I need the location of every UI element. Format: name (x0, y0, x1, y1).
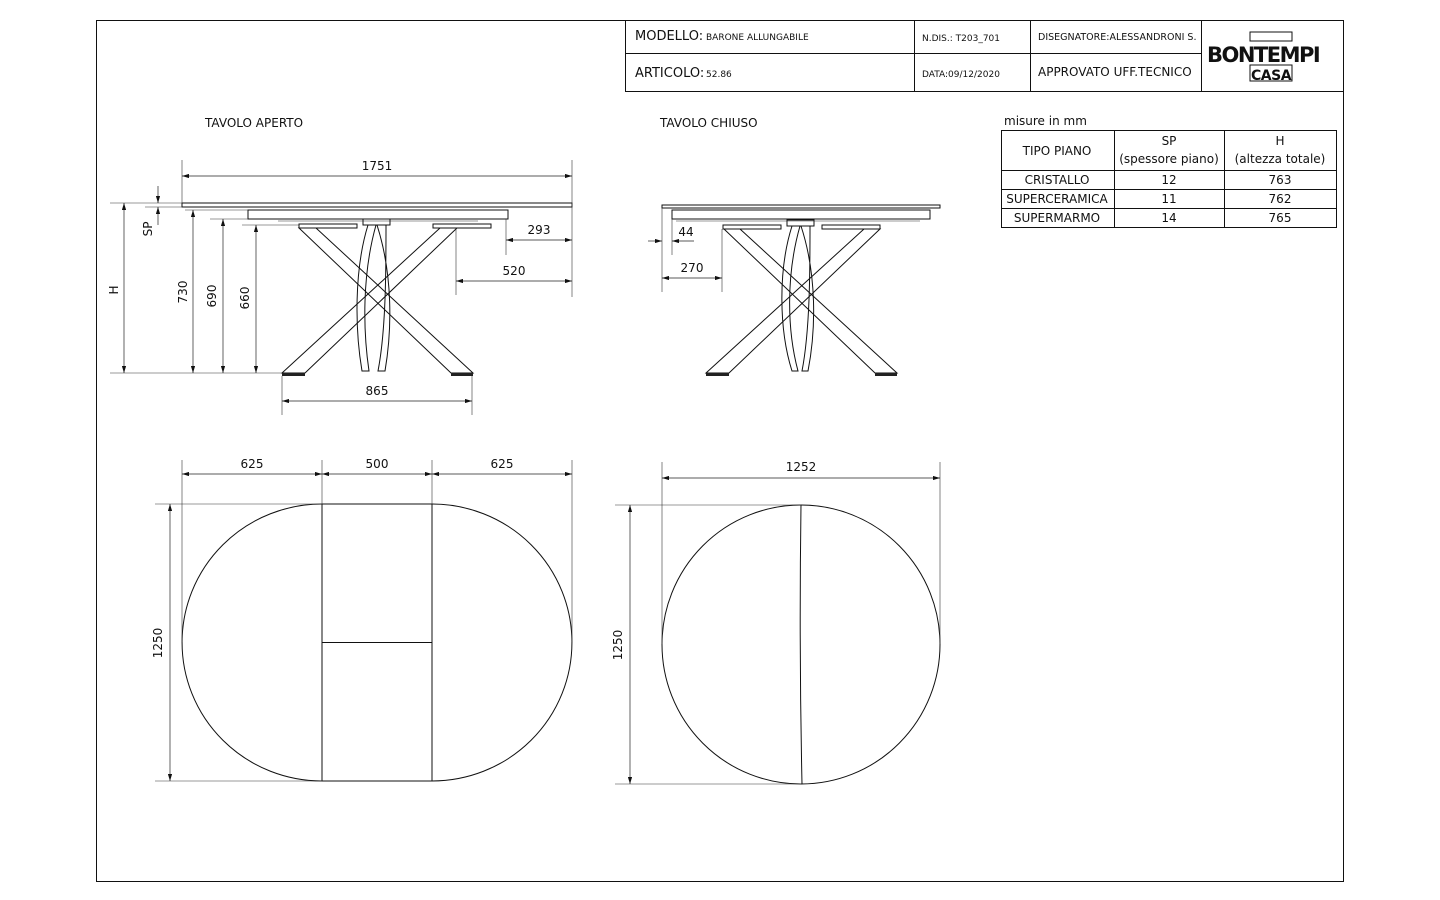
articolo-value: 52.86 (706, 70, 732, 80)
open-table-side-view: 1751 H SP 730 690 660 293 520 865 (107, 159, 573, 415)
row-h: 765 (1269, 211, 1292, 225)
dim-h: H (107, 285, 121, 294)
header-h-desc: (altezza totale) (1235, 152, 1326, 166)
row-h: 762 (1269, 192, 1292, 206)
header-sp: SP (1162, 134, 1177, 148)
sheet-border (96, 20, 1344, 882)
header-sp-desc: (spessore piano) (1119, 152, 1219, 166)
dim-depth-open: 1250 (151, 628, 165, 659)
title-block: MODELLO: BARONE ALLUNGABILE ARTICOLO: 52… (625, 20, 1343, 92)
row-tipo: CRISTALLO (1025, 173, 1090, 187)
dim-sp: SP (141, 222, 155, 237)
drawing-date: DATA:09/12/2020 (922, 70, 1000, 80)
logo-text: BONTEMPI (1207, 43, 1319, 67)
dim-right-leaf: 625 (491, 457, 514, 471)
dim-690: 690 (205, 285, 219, 308)
row-sp: 14 (1161, 211, 1176, 225)
dim-depth-closed: 1250 (611, 630, 625, 661)
spec-table: misure in mm TIPO PIANO SP (spessore pia… (1001, 114, 1337, 228)
dim-extension: 500 (366, 457, 389, 471)
articolo-label: ARTICOLO: (635, 66, 704, 81)
dim-660: 660 (238, 287, 252, 310)
bontempi-logo: BONTEMPI CASA (1207, 31, 1321, 84)
dim-left-leaf: 625 (241, 457, 264, 471)
dim-520: 520 (503, 264, 526, 278)
row-sp: 11 (1161, 192, 1176, 206)
dim-length-open: 1751 (362, 159, 393, 173)
closed-table-plan-view: 1252 1250 (611, 460, 941, 785)
header-h: H (1275, 134, 1284, 148)
dim-base-width: 865 (366, 384, 389, 398)
closed-view-title: TAVOLO CHIUSO (659, 116, 758, 130)
header-tipo-piano: TIPO PIANO (1022, 144, 1092, 158)
drawing-number: N.DIS.: T203_701 (922, 34, 1000, 44)
designer: DISEGNATORE:ALESSANDRONI S. (1038, 32, 1196, 43)
dim-270: 270 (681, 261, 704, 275)
table-caption: misure in mm (1004, 114, 1087, 128)
open-table-plan-view: 625 500 625 1250 (151, 457, 573, 782)
closed-table-side-view: 44 270 (648, 204, 941, 376)
row-sp: 12 (1161, 173, 1176, 187)
open-view-title: TAVOLO APERTO (204, 116, 303, 130)
approval: APPROVATO UFF.TECNICO (1038, 65, 1192, 79)
modello-label: MODELLO: (635, 29, 703, 44)
row-h: 763 (1269, 173, 1292, 187)
dim-730: 730 (176, 281, 190, 304)
row-tipo: SUPERMARMO (1014, 211, 1100, 225)
dim-diameter: 1252 (786, 460, 817, 474)
modello-value: BARONE ALLUNGABILE (706, 33, 809, 43)
dim-44: 44 (678, 225, 693, 239)
logo-subtext: CASA (1251, 68, 1292, 84)
dim-293: 293 (528, 223, 551, 237)
row-tipo: SUPERCERAMICA (1006, 192, 1108, 206)
